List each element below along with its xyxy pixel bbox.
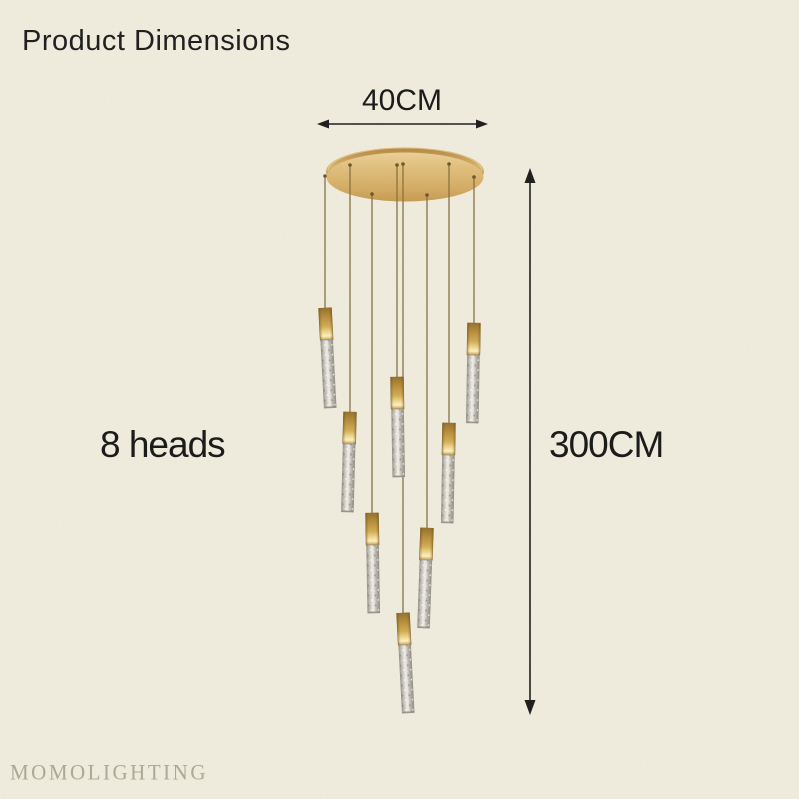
pendant-cap-shading <box>365 512 380 546</box>
pendant-light <box>417 527 434 629</box>
pendant-light <box>440 422 456 524</box>
cord-attachment <box>348 163 352 167</box>
cord-attachment <box>401 162 405 166</box>
pendant-light <box>365 512 381 614</box>
pendant-cap-shading <box>342 411 357 445</box>
pendant-light <box>396 612 415 714</box>
pendant-cap-shading <box>390 376 405 410</box>
pendant-cap-shading <box>466 322 481 356</box>
width-arrow <box>317 119 488 129</box>
pendant-light <box>341 411 357 513</box>
pendant-light <box>465 322 481 424</box>
cord-attachment <box>472 175 476 179</box>
pendant-cap-shading <box>396 612 412 646</box>
cord-attachment <box>425 193 429 197</box>
pendant-cap-shading <box>419 527 434 561</box>
width-dimension-label: 40CM <box>361 84 443 117</box>
brand-watermark: MOMOLIGHTING <box>10 759 208 785</box>
pendant-light <box>390 376 406 478</box>
heads-count-label: 8 heads <box>100 424 226 465</box>
page-title: Product Dimensions <box>22 25 291 57</box>
pendant-light <box>318 307 337 409</box>
height-dimension-label: 300CM <box>549 424 664 465</box>
pendant-lights <box>318 307 481 714</box>
cord-attachment <box>323 174 327 178</box>
cord-attachment <box>370 192 374 196</box>
cord-attachment <box>447 162 451 166</box>
pendant-cap-shading <box>318 307 334 341</box>
height-arrow <box>524 168 536 715</box>
pendant-cap-shading <box>441 422 456 456</box>
cord-attachment <box>395 163 399 167</box>
